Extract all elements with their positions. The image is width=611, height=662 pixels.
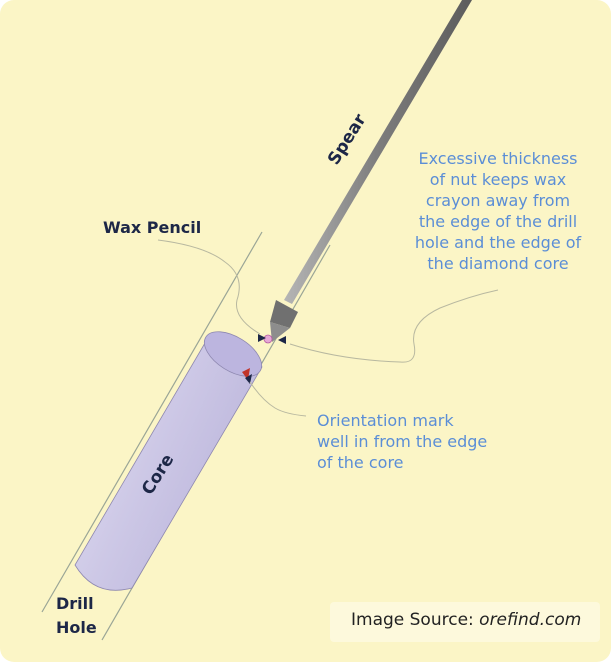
orientation-note-line-3: of the core	[317, 453, 404, 472]
left-arrow-marker	[258, 334, 266, 342]
orientation-mark-arrow	[245, 374, 252, 384]
thickness-note-line-1: Excessive thickness	[418, 149, 578, 168]
thickness-note-line-3: crayon away from	[425, 191, 571, 210]
drill-hole-label: Drill Hole	[56, 592, 97, 640]
wax-pencil-leader	[157, 239, 261, 335]
orientation-note: Orientation mark well in from the edge o…	[317, 410, 487, 473]
wax-crayon-tip	[263, 334, 273, 344]
image-source-prefix: Image Source:	[351, 610, 474, 630]
thickness-note-line-6: the diamond core	[427, 254, 569, 273]
thickness-note-line-5: hole and the edge of	[414, 233, 582, 252]
thickness-note-line-2: of nut keeps wax	[429, 170, 567, 189]
drill-hole-wall-left	[41, 231, 263, 613]
orientation-note-leader	[249, 381, 307, 417]
image-source-link[interactable]: orefind.com	[479, 610, 582, 630]
thickness-note: Excessive thickness of nut keeps wax cra…	[400, 148, 596, 274]
orientation-note-line-1: Orientation mark	[317, 411, 454, 430]
thickness-note-line-4: the edge of the drill	[418, 212, 578, 231]
thickness-note-leader	[289, 289, 499, 363]
core-cylinder	[74, 331, 263, 591]
image-source-box	[330, 602, 600, 642]
drill-hole-label-line-1: Drill	[56, 594, 94, 613]
drill-hole-label-line-2: Hole	[56, 618, 97, 637]
image-source-caption: Image Source: orefind.com	[351, 610, 581, 630]
wax-pencil-label: Wax Pencil	[103, 218, 202, 237]
spear-rod	[270, 0, 472, 342]
orientation-note-line-2: well in from the edge	[317, 432, 488, 451]
right-arrow-marker	[278, 336, 286, 344]
